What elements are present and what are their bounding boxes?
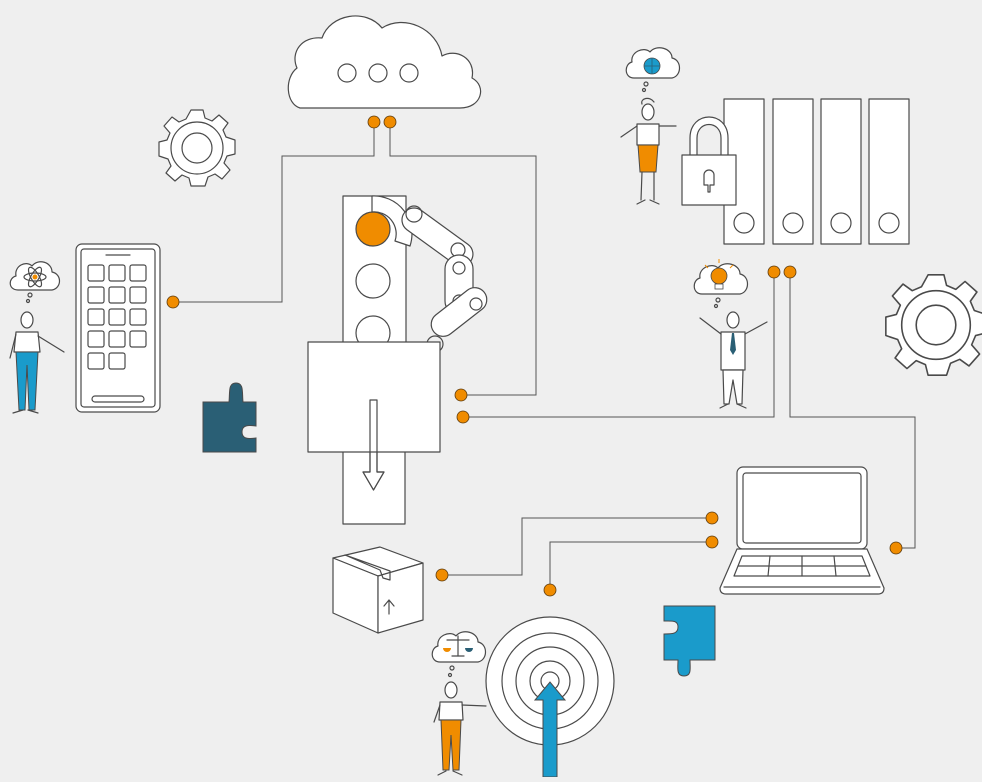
target-icon [485,616,615,778]
robot-arm-icon [307,195,488,525]
package-box-icon [332,546,424,634]
puzzle-piece-icon [202,382,257,453]
connector-node [705,511,719,525]
connector-node [454,388,468,402]
cloud-dot-1 [337,63,357,83]
connector-node [435,568,449,582]
articulated-arm [371,195,488,353]
smartphone-icon [75,243,161,413]
padlock-icon [681,116,737,206]
target-arrow [533,681,567,778]
gear-icon [158,109,236,187]
person-thinking-idea [693,259,768,409]
person-thinking-atom [9,261,65,414]
file-binders-icon [723,98,910,245]
puzzle-piece-icon [663,605,716,677]
connector-node [383,115,397,129]
connector-node [705,535,719,549]
cloud-dot-2 [368,63,388,83]
cloud-icon [287,15,482,109]
app-grid [87,264,147,370]
connector-node [889,541,903,555]
person-thinking-globe [620,47,681,205]
connector-node [166,295,180,309]
gear-icon [885,274,982,376]
connector-lines [173,123,916,590]
conveyor-housing [307,341,441,453]
connector-node [456,410,470,424]
laptop-icon [719,466,885,595]
atom-icon [9,261,61,304]
connector-node [783,265,797,279]
signal-light-active [355,211,391,247]
lightbulb-icon [693,259,749,309]
scales-icon [431,631,487,678]
cloud-dot-3 [399,63,419,83]
connector-node [767,265,781,279]
connector-nodes [166,115,903,597]
person-thinking-balance [431,631,487,776]
connector-node [543,583,557,597]
connector-node [367,115,381,129]
globe-icon [625,47,681,93]
